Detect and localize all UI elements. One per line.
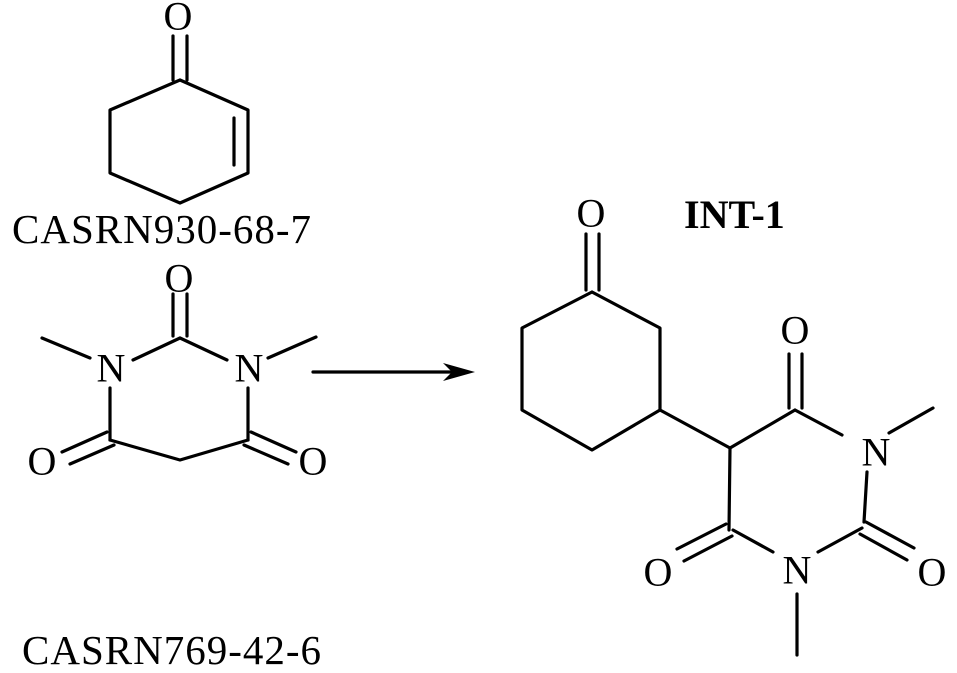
bond-c2-carbonyl-a bbox=[866, 522, 914, 548]
product-int-1: INT-1 O O N O N O bbox=[522, 191, 946, 656]
bond-n-c2 bbox=[864, 472, 867, 522]
bond-c2-n1 bbox=[133, 338, 180, 360]
reactant-cyclohexenone: O CASRN930-68-7 bbox=[12, 0, 312, 252]
bond-c2-n-bottom bbox=[818, 528, 862, 552]
reaction-arrow bbox=[313, 363, 475, 381]
atom-oxygen: O bbox=[781, 308, 810, 353]
bond-methyl-right bbox=[889, 408, 933, 433]
atom-oxygen: O bbox=[165, 256, 194, 301]
atom-oxygen: O bbox=[28, 439, 57, 484]
cyclohexanone-ring bbox=[522, 292, 660, 450]
bond-c5-c4 bbox=[730, 410, 795, 448]
bond-ring-link bbox=[660, 410, 730, 448]
atom-oxygen: O bbox=[299, 439, 328, 484]
bond-carbonyl-right-b bbox=[244, 445, 288, 464]
bond-c5-c6 bbox=[729, 448, 730, 530]
bond-methyl-n3 bbox=[268, 337, 316, 358]
bond-n-c6 bbox=[733, 530, 773, 552]
bond-carbonyl-left-b bbox=[70, 445, 114, 464]
atom-oxygen: O bbox=[918, 550, 947, 595]
bond-c2-n3 bbox=[180, 338, 227, 360]
atom-oxygen: O bbox=[577, 191, 606, 236]
atom-nitrogen: N bbox=[783, 548, 812, 593]
atom-nitrogen: N bbox=[235, 346, 264, 391]
bond-c2-carbonyl-b bbox=[860, 534, 907, 560]
reactant-dimethylbarbituric-acid: O N N O O CASRN769-42-6 bbox=[22, 256, 327, 673]
bond-c6-carbonyl-b bbox=[684, 536, 732, 561]
atom-oxygen: O bbox=[644, 550, 673, 595]
bond-carbonyl-left-a bbox=[62, 432, 107, 452]
ring-bonds bbox=[110, 80, 248, 203]
reactant-1-label: CASRN930-68-7 bbox=[12, 206, 312, 252]
product-label: INT-1 bbox=[684, 192, 785, 237]
reactant-2-label: CASRN769-42-6 bbox=[22, 627, 322, 673]
bond-c4-n bbox=[795, 410, 842, 435]
atom-oxygen: O bbox=[164, 0, 193, 39]
bond-c6-c5-c4 bbox=[110, 440, 248, 460]
bond-methyl-n1 bbox=[42, 338, 90, 358]
bond-carbonyl-right-a bbox=[251, 432, 296, 452]
bond-c6-carbonyl-a bbox=[677, 524, 726, 549]
atom-nitrogen: N bbox=[97, 346, 126, 391]
atom-nitrogen: N bbox=[862, 430, 891, 475]
